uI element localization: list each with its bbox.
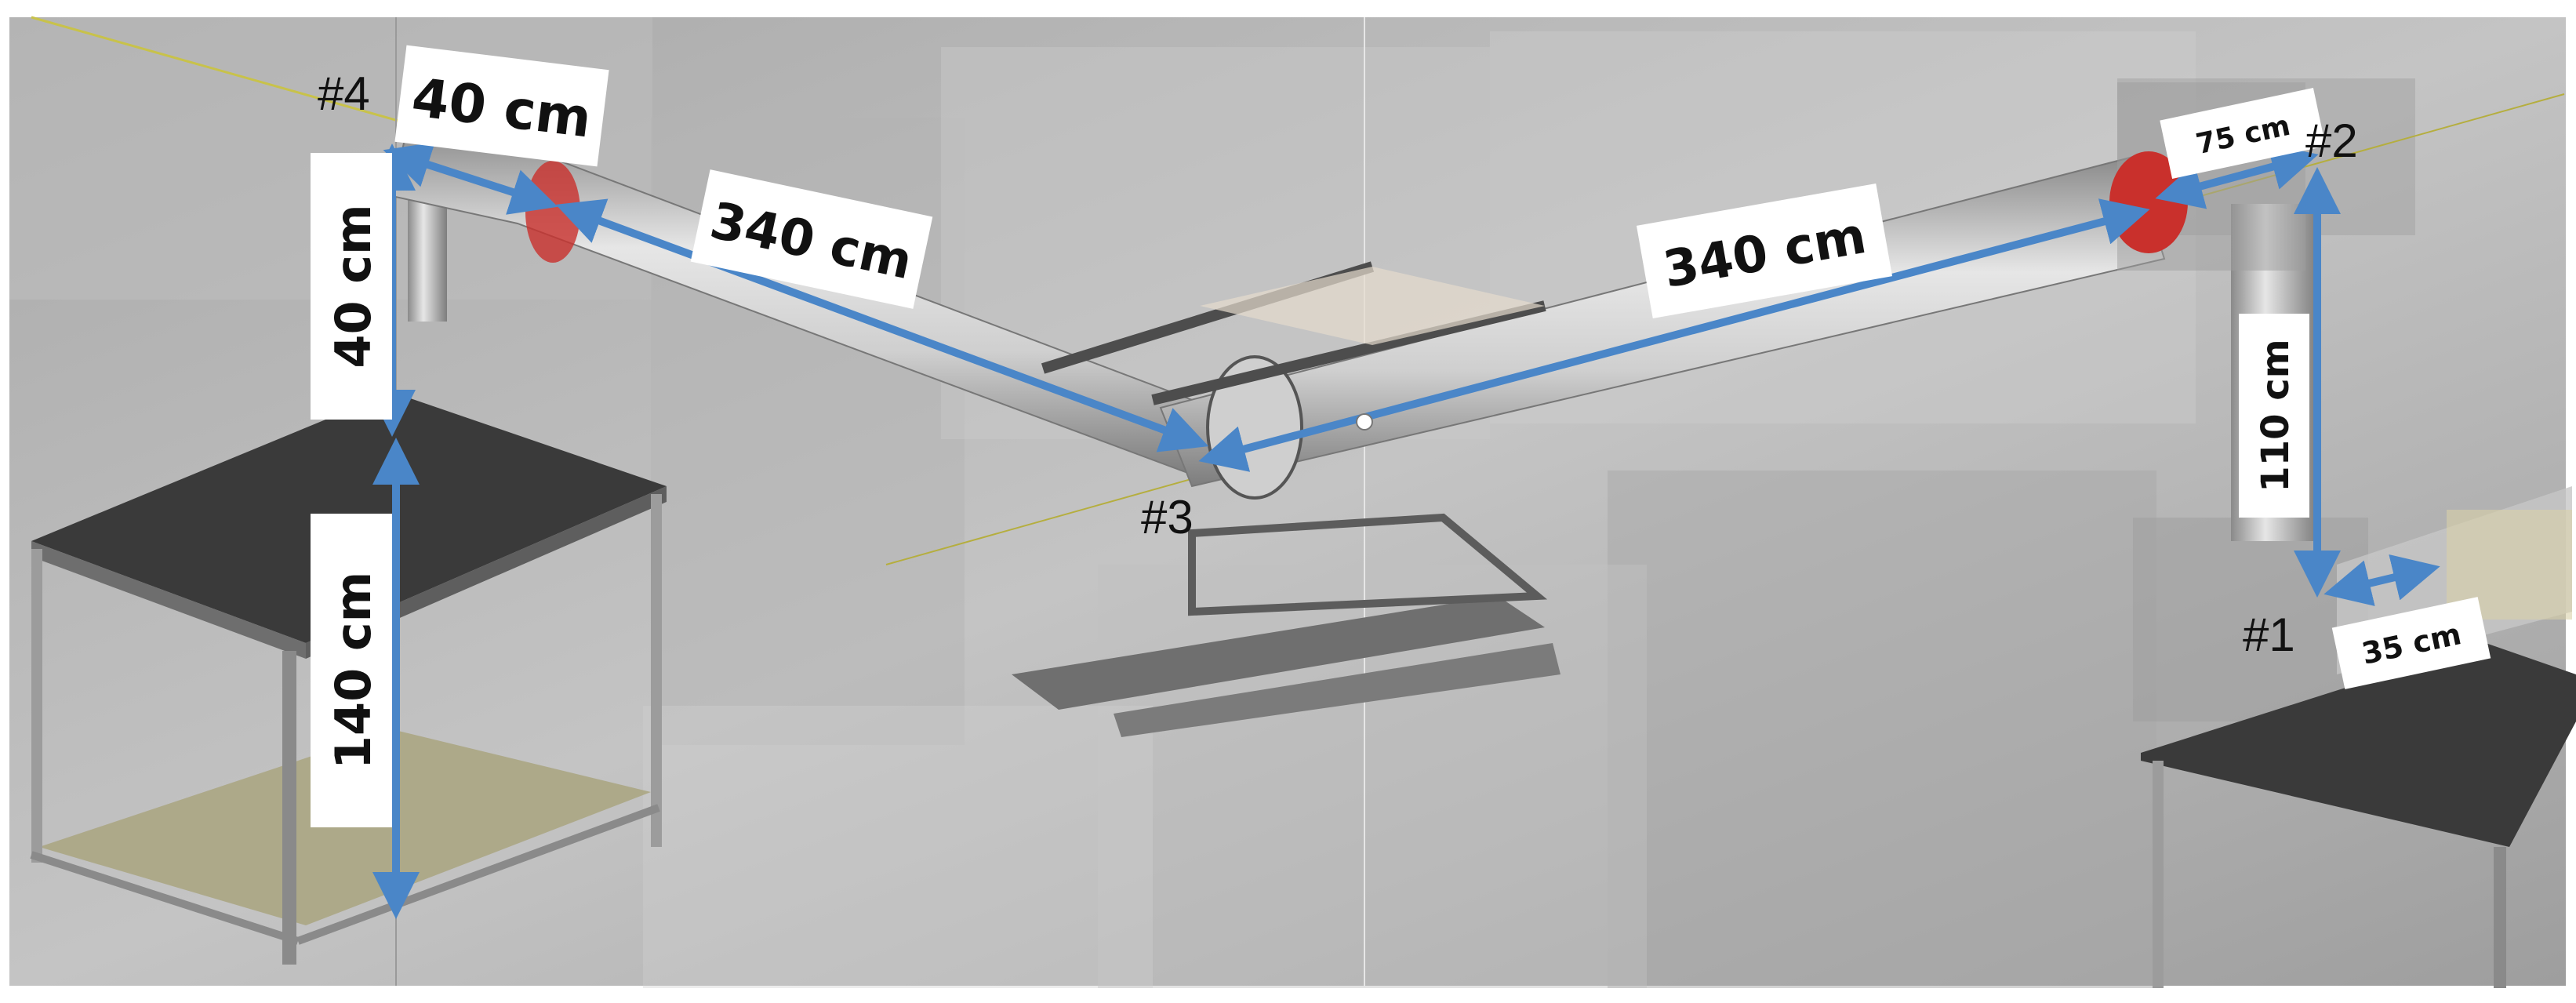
dimension-arrows: [369, 142, 2440, 919]
arrow-75: [2155, 144, 2319, 209]
node-2: #2: [2305, 114, 2358, 167]
arrow-40-horizontal: [383, 142, 558, 215]
label-140: 140 cm: [325, 572, 382, 769]
arrow-35: [2323, 554, 2440, 606]
node-4: #4: [318, 67, 370, 120]
support-frame: [1012, 513, 1560, 737]
cursor-marker: [1356, 413, 1373, 431]
node-1: #1: [2243, 609, 2295, 661]
node-labels: #4 #3 #2 #1: [318, 67, 2358, 661]
label-40-vertical: 40 cm: [325, 204, 382, 368]
arrow-340-left: [555, 198, 1209, 452]
label-110: 110 cm: [2254, 339, 2298, 492]
node-3: #3: [1141, 491, 1194, 543]
dimension-labels: 40 cm 40 cm 140 cm 340 cm 340 cm 75 cm 1…: [311, 45, 2491, 827]
